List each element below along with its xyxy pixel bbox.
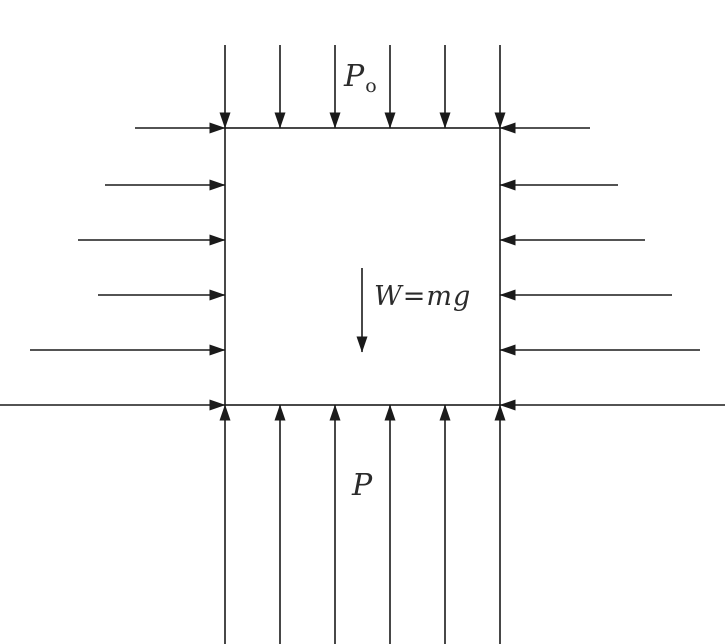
label-top-pressure-symbol: P: [343, 59, 365, 94]
label-top-pressure-subscript: o: [365, 75, 376, 97]
label-weight: W=mg: [374, 281, 471, 312]
label-top-pressure: Po: [343, 59, 377, 97]
pressure-arrows: [0, 45, 725, 644]
fluid-element-box: [224, 127, 501, 406]
label-bottom-pressure: P: [351, 468, 373, 503]
